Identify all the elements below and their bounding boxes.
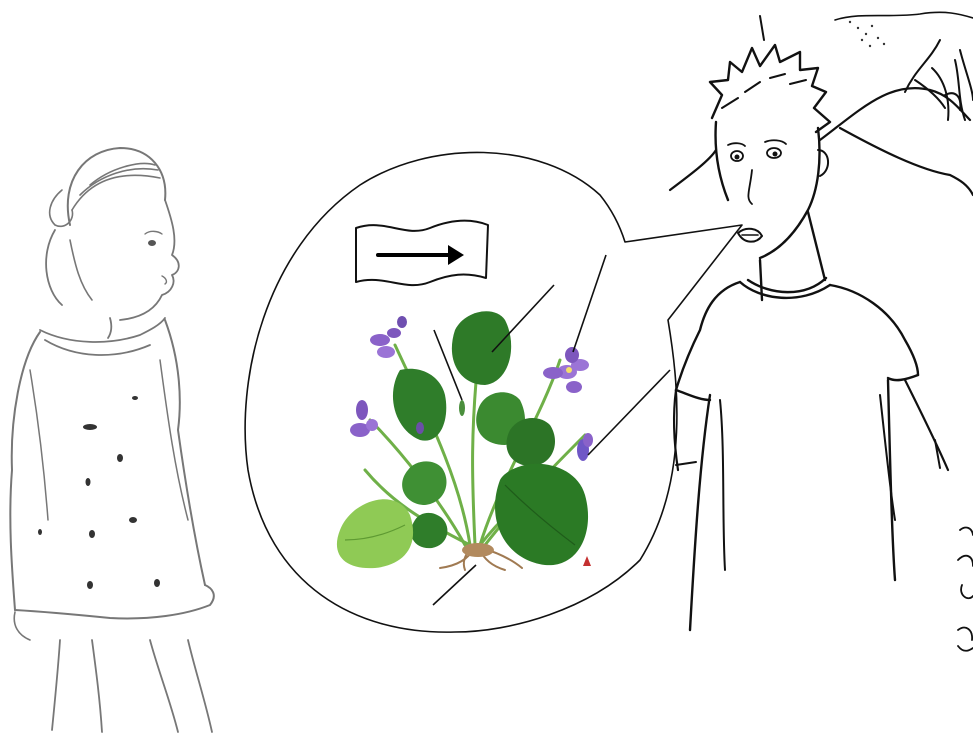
right-arrow-card: [356, 221, 488, 285]
speech-bubble: [245, 152, 742, 632]
tree-sketch: [835, 12, 973, 650]
pointer-line: [588, 370, 670, 455]
violet-plant: [337, 311, 593, 570]
violet-flower: [370, 316, 407, 358]
pointer-line: [433, 565, 476, 605]
right-arrow-icon: [378, 245, 464, 265]
boy-sketch: [670, 16, 973, 630]
pointer-line: [573, 255, 606, 352]
violet-flower: [577, 433, 593, 461]
violet-flower: [350, 400, 378, 437]
girl-sketch: [10, 148, 213, 732]
